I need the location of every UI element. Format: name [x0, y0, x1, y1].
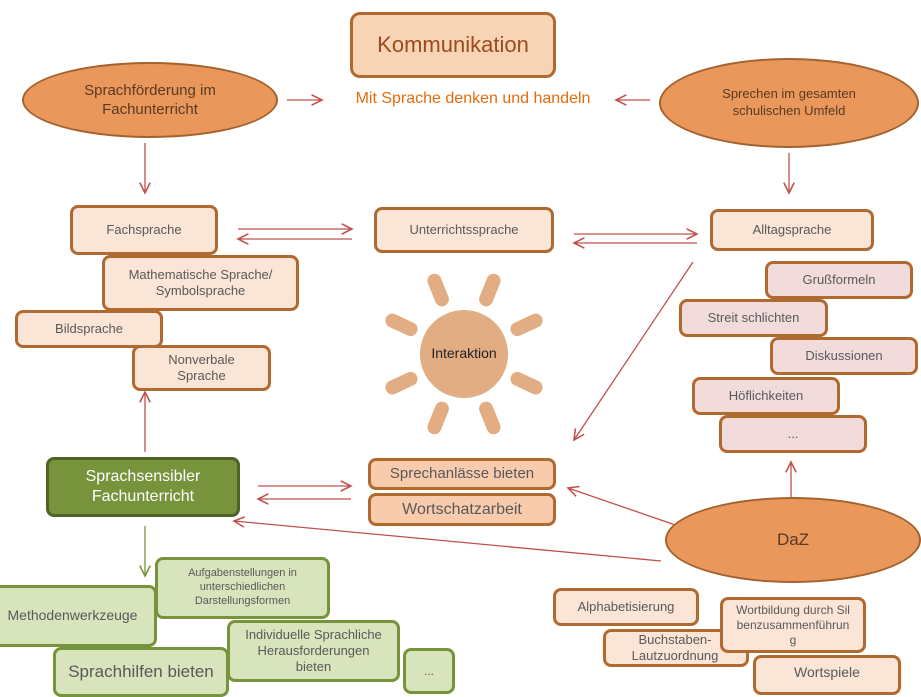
arrow-daz-to-center — [568, 488, 682, 528]
box-grussformeln: Grußformeln — [765, 261, 913, 299]
connector-layer — [0, 0, 921, 682]
ellipse-sprachfoerderung: Sprachförderung im Fachunterricht — [22, 62, 278, 138]
box-streit-schlichten: Streit schlichten — [679, 299, 828, 337]
box-sprachhilfen: Sprachhilfen bieten — [53, 647, 229, 697]
arrow-alltag-to-sprechanlaesse — [574, 261, 694, 440]
title-box: Kommunikation — [350, 12, 556, 78]
interaktion-label: Interaktion — [431, 345, 497, 361]
box-aufgabenstellungen: Aufgabenstellungen in unterschiedlichen … — [155, 557, 330, 619]
box-diskussionen: Diskussionen — [770, 337, 918, 375]
box-sprechanlaesse: Sprechanlässe bieten — [368, 458, 556, 490]
box-hoeflichkeiten: Höflichkeiten — [692, 377, 840, 415]
sun-icon — [385, 273, 543, 435]
arrow-daz-to-sensibel — [234, 521, 662, 562]
ellipse-daz: DaZ — [665, 497, 921, 583]
box-alltagsprache: Alltagsprache — [710, 209, 874, 251]
box-methodenwerkzeuge: Methodenwerkzeuge — [0, 585, 157, 647]
box-sprachsensibler-fachunterricht: Sprachsensibler Fachunterricht — [46, 457, 240, 517]
box-fachsprache: Fachsprache — [70, 205, 218, 255]
subtitle: Mit Sprache denken und handeln — [355, 90, 591, 107]
box-buchstaben-lautzuordnung: Buchstaben-Lautzuordnung — [603, 629, 749, 667]
box-mathematische-sprache: Mathematische Sprache/ Symbolsprache — [102, 255, 299, 311]
box-ellipsis-right: ... — [719, 415, 867, 453]
ellipse-sprechen-umfeld: Sprechen im gesamten schulischen Umfeld — [659, 58, 919, 148]
box-unterrichtssprache: Unterrichtssprache — [374, 207, 554, 253]
box-individuelle-herausforderungen: Individuelle Sprachliche Herausforderung… — [227, 620, 400, 682]
box-nonverbale-sprache: Nonverbale Sprache — [132, 345, 271, 391]
box-wortschatzarbeit: Wortschatzarbeit — [368, 493, 556, 526]
box-ellipsis-green: ... — [403, 648, 455, 694]
box-wortspiele: Wortspiele — [753, 655, 901, 695]
box-wortbildung: Wortbildung durch Silbenzusammenführung — [720, 597, 866, 653]
box-alphabetisierung: Alphabetisierung — [553, 588, 699, 626]
box-bildsprache: Bildsprache — [15, 310, 163, 348]
